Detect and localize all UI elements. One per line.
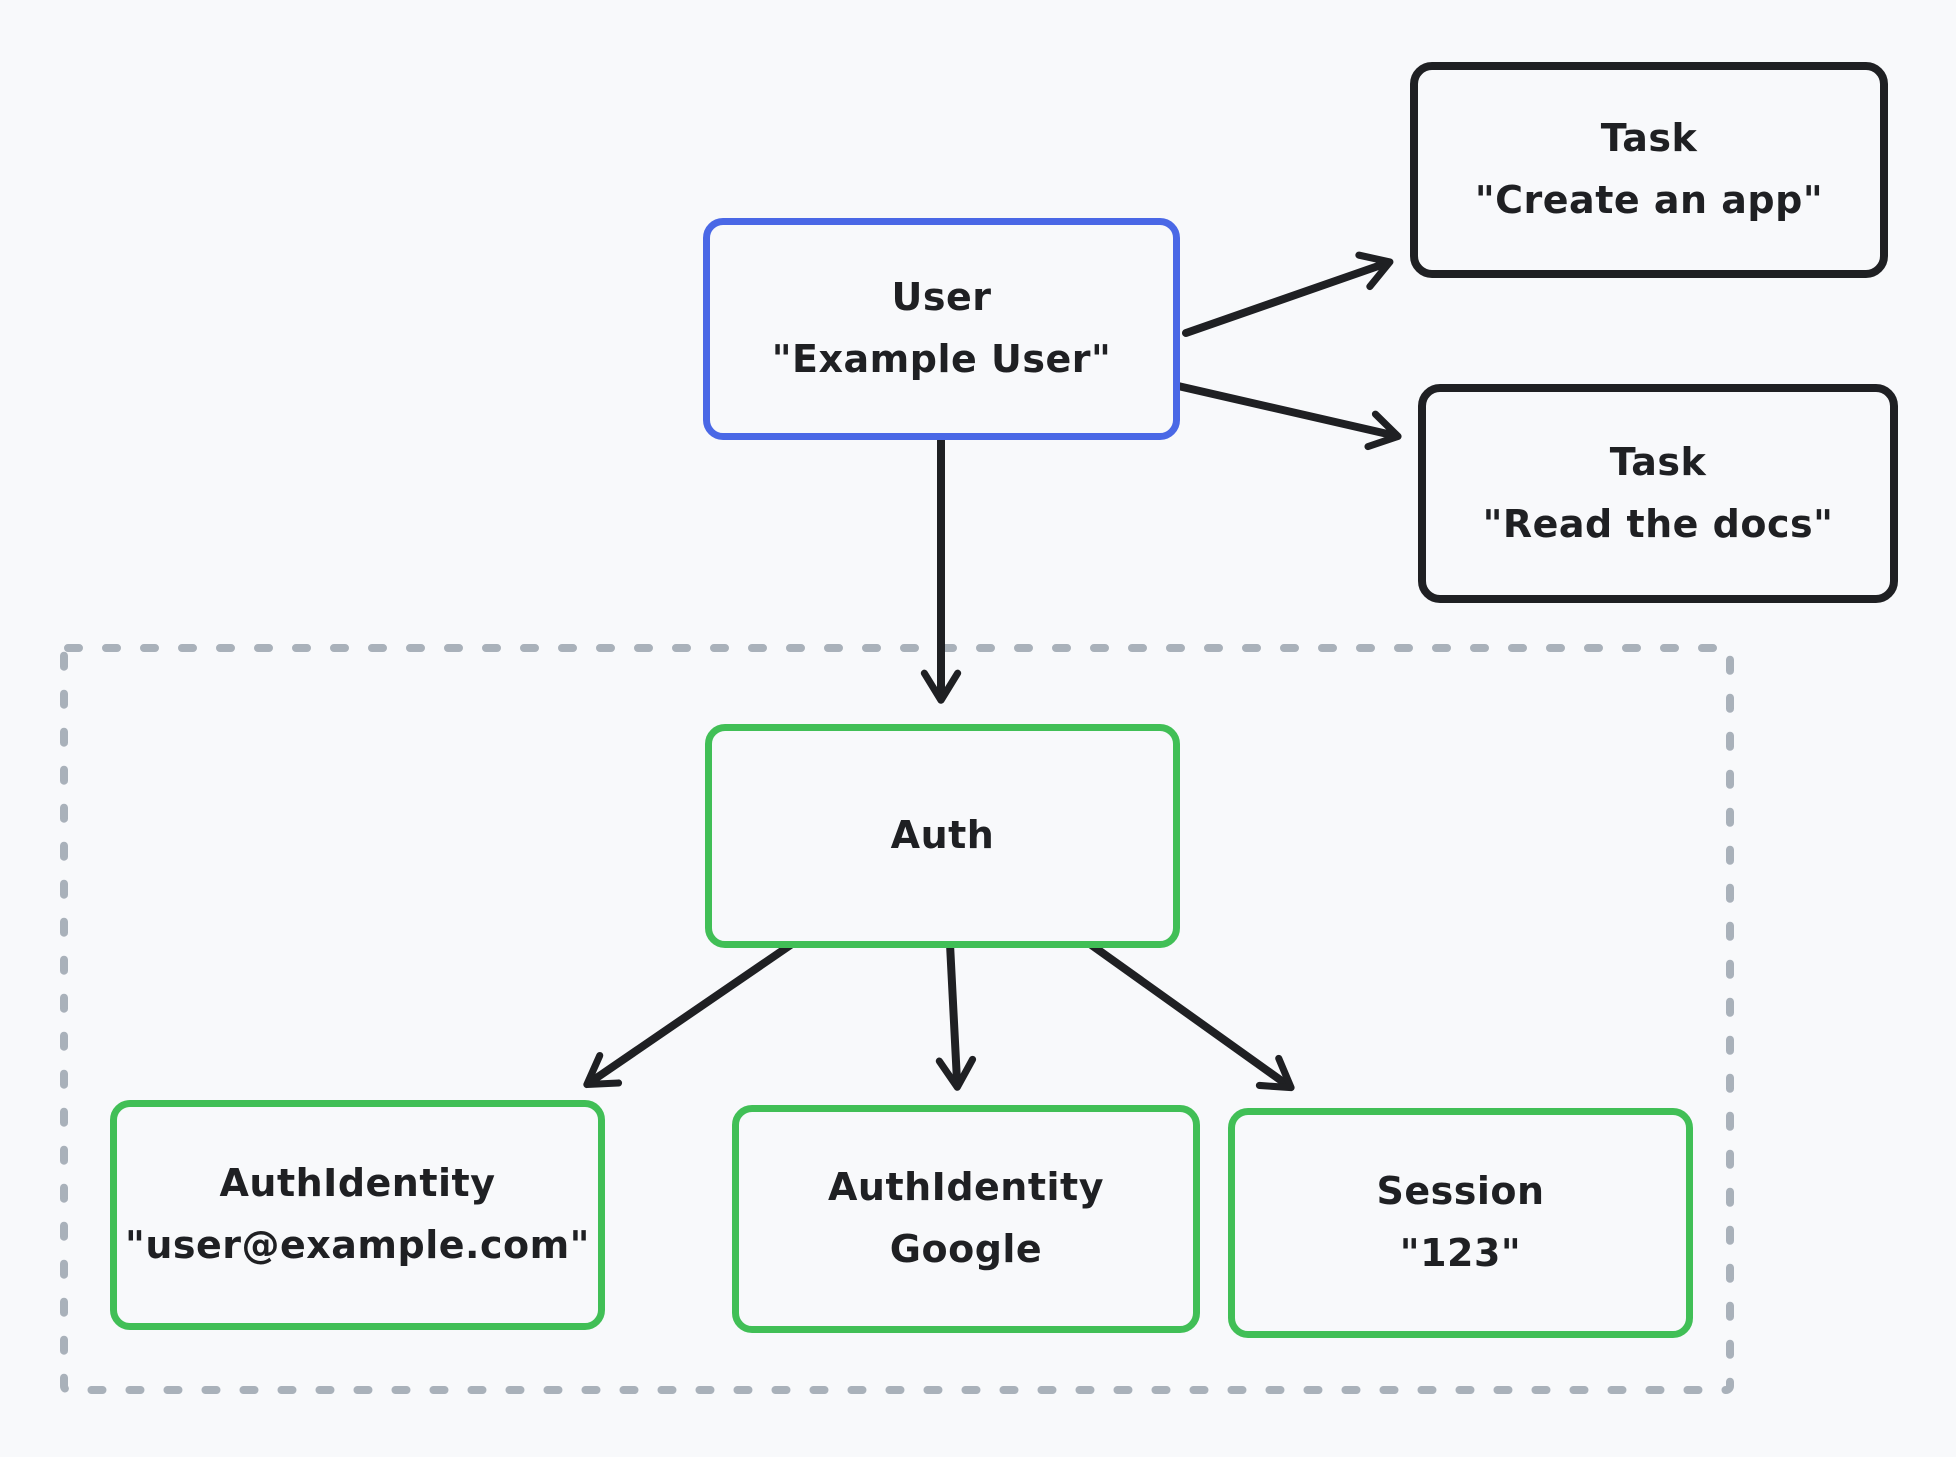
node-title: Task (1609, 439, 1707, 484)
edge-auth-to-authidentity-google (935, 940, 977, 1091)
node-session: Session "123" (1228, 1108, 1693, 1338)
node-subtitle: "Example User" (771, 337, 1112, 381)
node-task-read-the-docs: Task "Read the docs" (1418, 384, 1898, 603)
node-task-create-an-app: Task "Create an app" (1410, 62, 1888, 278)
node-title: AuthIdentity (219, 1161, 496, 1206)
node-subtitle: Google (889, 1227, 1043, 1271)
node-title: Task (1600, 116, 1698, 161)
node-title: Auth (890, 813, 995, 858)
node-subtitle: "user@example.com" (125, 1223, 590, 1267)
node-subtitle: "123" (1399, 1231, 1522, 1275)
node-title: User (891, 275, 992, 320)
auth-group-dashed-border (60, 644, 1734, 1394)
edge-user-to-task-create (1182, 251, 1394, 337)
node-authidentity-email: AuthIdentity "user@example.com" (110, 1100, 605, 1330)
node-auth: Auth (705, 724, 1180, 948)
node-authidentity-google: AuthIdentity Google (732, 1105, 1200, 1333)
node-subtitle: "Create an app" (1474, 178, 1824, 222)
node-title: Session (1376, 1169, 1545, 1214)
node-subtitle: "Read the docs" (1482, 501, 1834, 546)
edge-auth-to-session (1086, 940, 1295, 1092)
node-user: User "Example User" (703, 218, 1180, 440)
node-title: AuthIdentity (828, 1165, 1104, 1210)
edge-user-to-task-read (1174, 382, 1402, 451)
edge-auth-to-authidentity-email (583, 940, 796, 1089)
